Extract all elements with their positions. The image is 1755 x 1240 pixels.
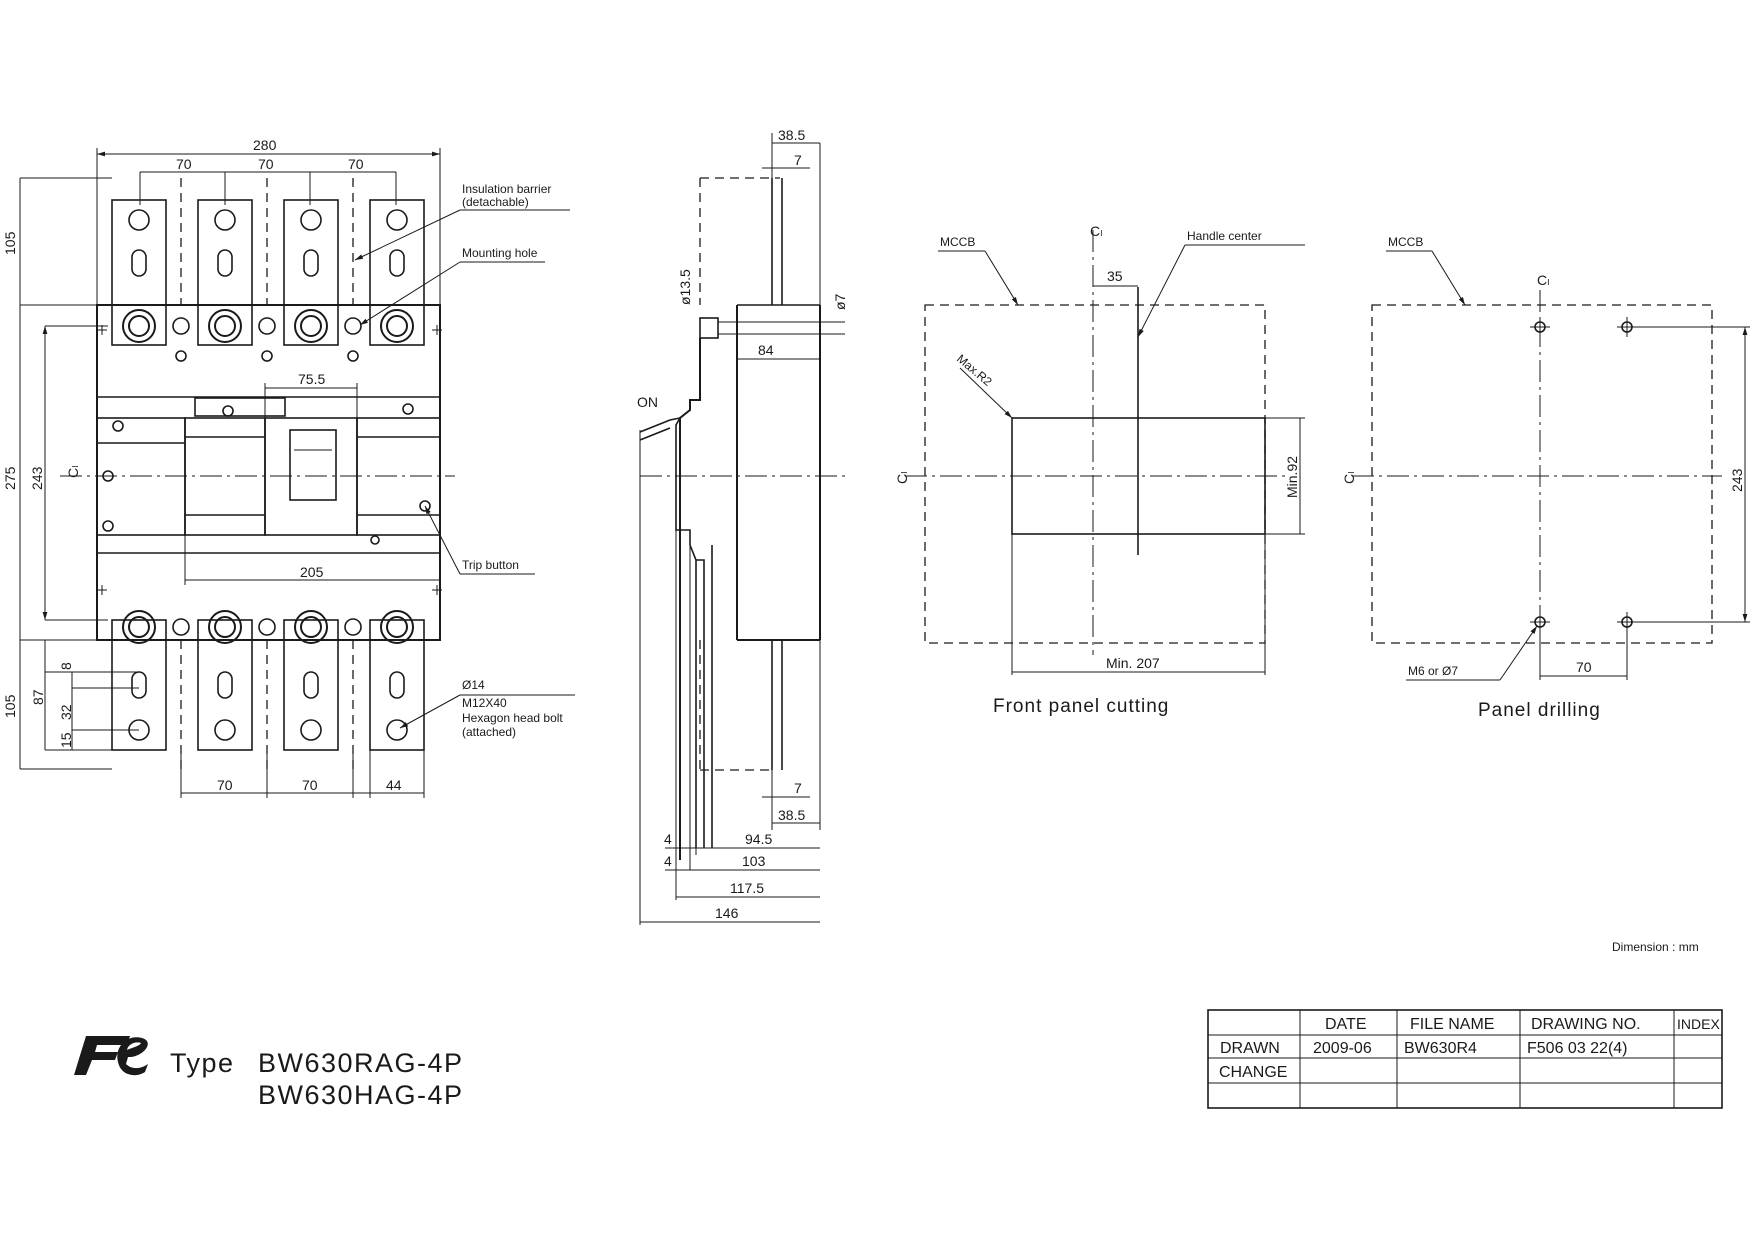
drill-holes (1530, 317, 1637, 632)
svg-text:Ø14: Ø14 (462, 678, 485, 692)
dim-32: 32 (58, 704, 74, 720)
tb-header-drawing-no: DRAWING NO. (1531, 1016, 1641, 1033)
on-label: ON (637, 394, 658, 410)
dim-8: 8 (58, 662, 74, 670)
caption-panel-drilling: Panel drilling (1478, 700, 1601, 721)
dim-70-a: 70 (176, 156, 192, 172)
tb-drawn-drawing-no: F506 03 22(4) (1527, 1040, 1628, 1057)
centerline-mark: Cₗ (65, 466, 81, 478)
hole-spec: M6 or Ø7 (1408, 664, 1458, 678)
dim-drill-243: 243 (1729, 468, 1745, 492)
dim-44: 44 (386, 777, 402, 793)
handle-center-label: Handle center (1187, 229, 1262, 243)
title-block: DATE FILE NAME DRAWING NO. INDEX DRAWN 2… (1207, 1009, 1723, 1109)
centerline-top-drilling: Cₗ (1537, 272, 1549, 288)
dim-max-r2: Max.R2 (954, 352, 995, 390)
tb-header-index: INDEX (1677, 1016, 1720, 1032)
dim-side-7-top: 7 (794, 152, 802, 168)
type-label: Type (170, 1048, 235, 1078)
mccb-label-drilling: MCCB (1388, 235, 1423, 249)
mccb-label-cutting: MCCB (940, 235, 975, 249)
type-model-1: BW630RAG-4P (258, 1048, 464, 1078)
dim-side-38-5-top: 38.5 (778, 127, 805, 143)
dim-lower-70-b: 70 (302, 777, 318, 793)
upper-barriers (172, 178, 362, 362)
dim-75-5: 75.5 (298, 371, 325, 387)
dim-70-c: 70 (348, 156, 364, 172)
front-panel-cutting: MCCB Handle center Cₗ Cₗ 35 Max.R2 Min.9… (894, 223, 1305, 717)
caption-front-panel-cutting: Front panel cutting (993, 696, 1169, 717)
tb-drawn-date: 2009-06 (1313, 1040, 1372, 1057)
note-bolt: Ø14 M12X40 Hexagon head bolt (attached) (399, 678, 575, 739)
svg-text:Hexagon head bolt: Hexagon head bolt (462, 711, 563, 725)
svg-text:(detachable): (detachable) (462, 195, 529, 209)
dim-side-7-bottom: 7 (794, 780, 802, 796)
dim-280: 280 (253, 137, 277, 153)
mccb-outline-drilling (1371, 304, 1713, 644)
svg-text:Mounting hole: Mounting hole (462, 246, 538, 260)
logo-text: Fe (0, 0, 2, 1)
tb-change-label: CHANGE (1219, 1064, 1287, 1081)
panel-drilling: MCCB Cₗ Cₗ 243 70 M6 or Ø7 Panel drillin… (1341, 235, 1750, 721)
dim-205: 205 (300, 564, 324, 580)
dim-35: 35 (1107, 268, 1123, 284)
front-view: 280 70 70 70 105 275 105 243 Cₗ (2, 137, 575, 798)
fe-logo: Fe (0, 0, 148, 1076)
dim-70-b: 70 (258, 156, 274, 172)
svg-text:Trip button: Trip button (462, 558, 519, 572)
lower-terminals (111, 610, 425, 769)
mccb-outline-cutting (924, 304, 1266, 644)
dim-4-a: 4 (664, 831, 672, 847)
breaker-body (96, 304, 441, 641)
dim-105-bottom: 105 (2, 694, 18, 718)
corner-marks (97, 325, 442, 595)
dim-275: 275 (2, 466, 18, 490)
tb-drawn-file: BW630R4 (1404, 1040, 1477, 1057)
dim-min-207: Min. 207 (1106, 655, 1160, 671)
dim-dia-13-5: ø13.5 (677, 269, 693, 305)
upper-bolt-holes (122, 209, 414, 343)
svg-text:Insulation barrier: Insulation barrier (462, 182, 551, 196)
dim-243: 243 (29, 466, 45, 490)
dim-84: 84 (758, 342, 774, 358)
dim-94-5: 94.5 (745, 831, 772, 847)
dim-117-5: 117.5 (730, 880, 764, 896)
svg-text:(attached): (attached) (462, 725, 516, 739)
centerline-top-cutting: Cₗ (1090, 223, 1102, 239)
note-trip-button: Trip button (424, 505, 535, 575)
centerline-left-cutting: Cₗ (894, 472, 910, 484)
tb-header-date: DATE (1325, 1016, 1366, 1033)
dim-4-b: 4 (664, 853, 672, 869)
dim-side-38-5-bottom: 38.5 (778, 807, 805, 823)
upper-terminals (111, 199, 425, 346)
dim-15: 15 (58, 732, 74, 748)
dim-dia-7: ø7 (832, 293, 848, 310)
dim-87: 87 (30, 689, 46, 705)
svg-text:M12X40: M12X40 (462, 696, 507, 710)
dim-min-92: Min.92 (1284, 456, 1300, 498)
centerline-left-drilling: Cₗ (1341, 472, 1357, 484)
note-insulation-barrier: Insulation barrier (detachable) (354, 182, 570, 261)
type-model-2: BW630HAG-4P (258, 1080, 464, 1110)
note-mounting-hole: Mounting hole (359, 246, 545, 326)
dim-lower-70-a: 70 (217, 777, 233, 793)
side-view: 38.5 7 ø13.5 ø7 84 ON 7 38.5 (637, 127, 848, 925)
tb-drawn-label: DRAWN (1220, 1040, 1280, 1057)
dim-146: 146 (715, 905, 739, 921)
handle-window (289, 429, 337, 501)
dim-105-top: 105 (2, 231, 18, 255)
dim-drill-70: 70 (1576, 659, 1592, 675)
dim-103: 103 (742, 853, 766, 869)
tb-header-file-name: FILE NAME (1410, 1016, 1494, 1033)
dimension-unit: Dimension : mm (1612, 940, 1699, 954)
